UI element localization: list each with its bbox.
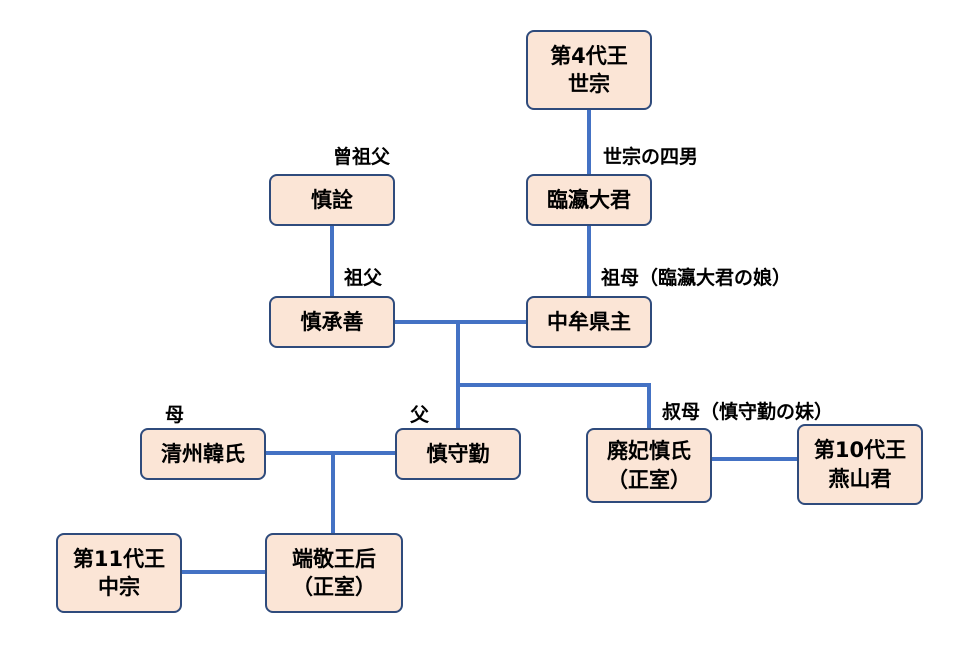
label-great-grandfather: 曾祖父 — [333, 146, 391, 168]
label-father: 父 — [410, 404, 430, 426]
node-queen-dangyeong: 端敬王后 （正室） — [265, 533, 403, 613]
line-marriage-seungseon-jungmo — [395, 320, 527, 324]
line-sejong-imyeong — [587, 109, 591, 176]
label-mother: 母 — [165, 404, 185, 426]
line-to-deposed-consort — [647, 383, 651, 429]
node-jungmo: 中牟県主 — [526, 296, 652, 348]
node-sinjeon: 慎詮 — [269, 174, 395, 226]
line-children-trunk — [456, 322, 460, 428]
label-grandfather: 祖父 — [344, 267, 383, 289]
node-cheongju-han: 清州韓氏 — [140, 428, 266, 480]
line-marriage-consort-yeonsangun — [711, 457, 799, 461]
label-aunt: 叔母（慎守勤の妹） — [662, 401, 834, 423]
node-deposed-consort: 廃妃慎氏 （正室） — [586, 428, 712, 503]
node-jungjong: 第11代王 中宗 — [56, 533, 182, 613]
node-imyeong: 臨瀛大君 — [526, 174, 652, 226]
label-grandmother: 祖母（臨瀛大君の娘） — [601, 267, 792, 289]
node-sin-seungseon: 慎承善 — [269, 296, 395, 348]
node-sejong: 第4代王 世宗 — [526, 30, 652, 110]
line-imyeong-jungmo — [587, 225, 591, 297]
line-sinjeon-seungseon — [330, 225, 334, 297]
node-yeonsangun: 第10代王 燕山君 — [797, 424, 923, 505]
node-sin-sugeun: 慎守勤 — [395, 428, 521, 480]
line-children-branch — [456, 383, 651, 387]
line-marriage-jungjong-queen — [182, 570, 266, 574]
label-fourth-son: 世宗の四男 — [603, 146, 699, 168]
line-to-queen-dangyeong — [331, 453, 335, 534]
